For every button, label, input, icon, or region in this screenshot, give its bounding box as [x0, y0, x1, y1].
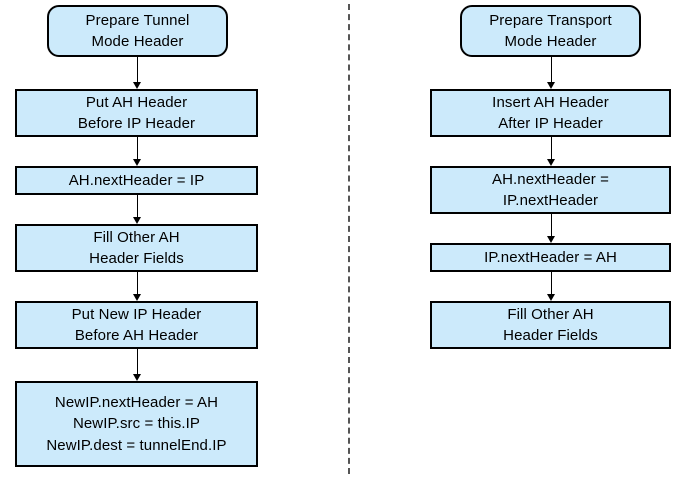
node-tunnel-step-1[interactable]: Put AH Header Before IP Header [15, 89, 258, 137]
node-transport-step-4[interactable]: Fill Other AH Header Fields [430, 301, 671, 349]
node-tunnel-step-5[interactable]: NewIP.nextHeader = AH NewIP.src = this.I… [15, 381, 258, 467]
node-transport-step-2[interactable]: AH.nextHeader = IP.nextHeader [430, 166, 671, 214]
node-transport-step-3[interactable]: IP.nextHeader = AH [430, 243, 671, 272]
node-tunnel-step-2[interactable]: AH.nextHeader = IP [15, 166, 258, 195]
node-transport-start[interactable]: Prepare Transport Mode Header [460, 5, 641, 57]
column-divider [348, 4, 350, 474]
node-transport-step-1[interactable]: Insert AH Header After IP Header [430, 89, 671, 137]
node-tunnel-step-4[interactable]: Put New IP Header Before AH Header [15, 301, 258, 349]
node-tunnel-start[interactable]: Prepare Tunnel Mode Header [47, 5, 228, 57]
node-tunnel-step-3[interactable]: Fill Other AH Header Fields [15, 224, 258, 272]
